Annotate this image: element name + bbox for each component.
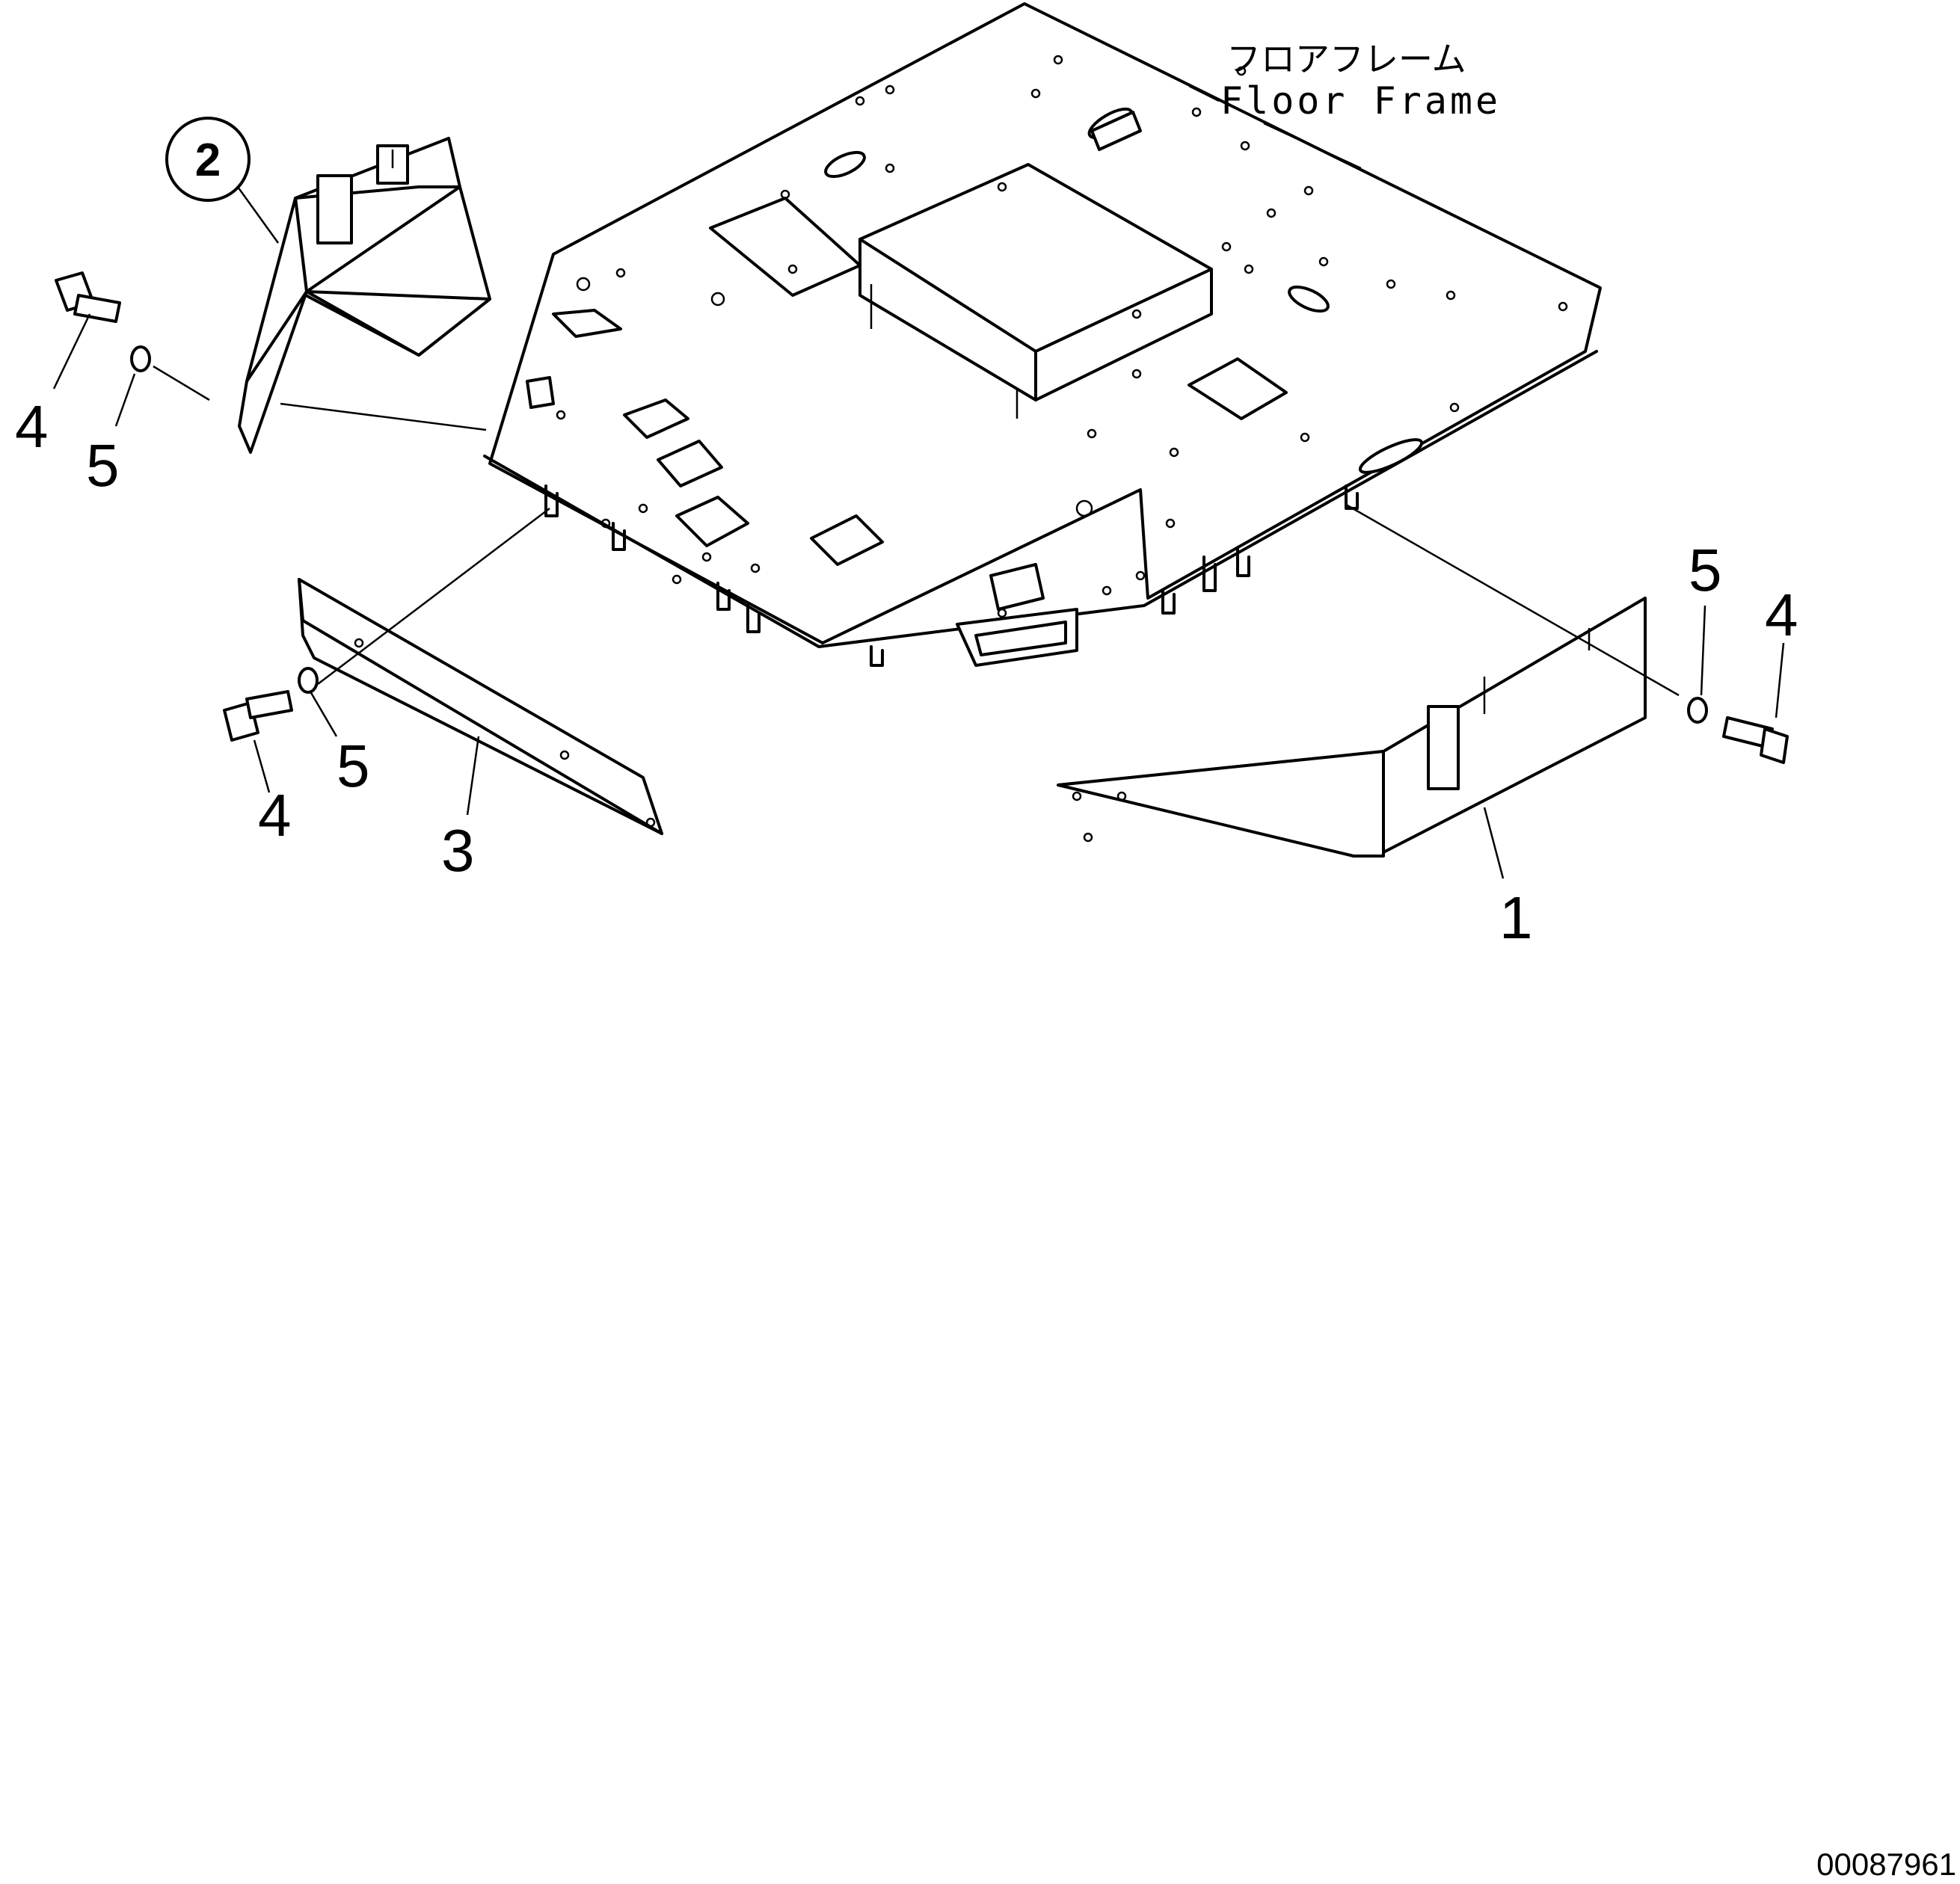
callout-part-4-left-top: 4 [15, 393, 49, 460]
callout-part-2: 2 [195, 135, 221, 186]
bolt-left-top [55, 271, 121, 323]
bolt-right [1722, 716, 1789, 764]
assembly-lines [153, 365, 1680, 697]
part-3-strip [298, 578, 663, 835]
callout-part-4-left-bottom: 4 [258, 782, 292, 849]
part-2-leader [236, 186, 280, 244]
callout-part-5-right: 5 [1689, 537, 1722, 603]
callout-part-1: 1 [1499, 884, 1533, 951]
floor-frame [483, 2, 1602, 667]
washer-left-top [130, 345, 151, 372]
part-2-callout-circle [165, 117, 251, 202]
washer-left-bottom [298, 667, 319, 694]
callout-part-3: 3 [441, 817, 475, 884]
part-1-cover [1057, 597, 1647, 858]
floor-frame-label-en: Floor Frame [1220, 79, 1501, 123]
part-3-leader [466, 736, 480, 816]
callout-part-4-right: 4 [1765, 582, 1798, 648]
part-1-leader [1483, 807, 1505, 879]
part-2-cover [238, 137, 491, 454]
floor-frame-label-jp: フロアフレーム [1226, 39, 1466, 79]
floor-frame-leader [1188, 84, 1220, 102]
floor-frame-leader-2 [1263, 122, 1362, 170]
fastener-leaders [52, 313, 1785, 793]
drawing-id: 00087961 [1816, 1847, 1956, 1882]
callout-part-5-left-top: 5 [86, 432, 120, 499]
bolt-left-bottom [223, 690, 293, 742]
callout-part-5-left-bottom: 5 [337, 733, 370, 799]
washer-right [1687, 697, 1708, 724]
